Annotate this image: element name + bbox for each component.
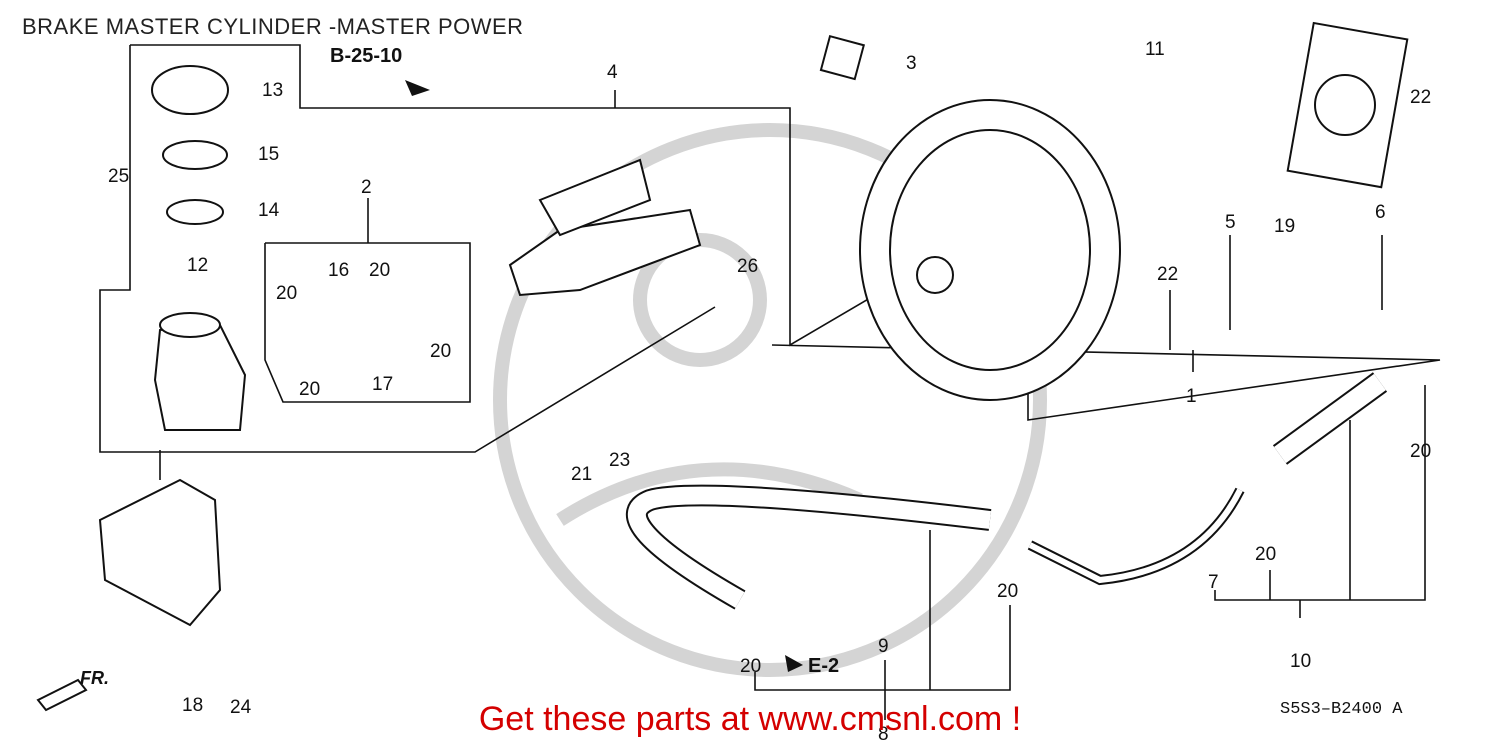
vacuum-hose-short[interactable] [1272,372,1388,465]
reservoir-cap[interactable] [151,65,229,115]
callout-20-a[interactable]: 20 [276,283,297,304]
callout-19[interactable]: 19 [1274,216,1295,237]
callout-20-e[interactable]: 20 [1410,441,1431,462]
callout-18[interactable]: 18 [182,695,203,716]
callout-16[interactable]: 16 [328,260,349,281]
callout-3[interactable]: 3 [906,53,917,74]
callout-4[interactable]: 4 [607,62,618,83]
leader-lines [99,44,1441,720]
check-valve-pipe[interactable] [1027,487,1245,586]
callout-13[interactable]: 13 [262,80,283,101]
diagram-code: S5S3–B2400 A [1280,700,1403,719]
callout-22-a[interactable]: 22 [1410,87,1431,108]
seal-ring[interactable] [162,140,228,170]
master-cylinder[interactable] [508,158,702,297]
vacuum-hose-long[interactable] [625,484,992,610]
callout-20-g[interactable]: 20 [997,581,1018,602]
front-arrow-icon [36,678,88,712]
callout-1[interactable]: 1 [1186,386,1197,407]
callout-14[interactable]: 14 [258,200,280,221]
callout-6[interactable]: 6 [1375,202,1386,223]
callout-20-d[interactable]: 20 [299,379,320,400]
strainer[interactable] [166,199,224,225]
arrow-icon [405,80,430,96]
callout-21[interactable]: 21 [571,464,592,485]
callout-20-f[interactable]: 20 [1255,544,1276,565]
reservoir-bracket[interactable] [98,478,222,627]
callout-17[interactable]: 17 [372,374,393,395]
callout-24[interactable]: 24 [230,697,252,718]
callout-12[interactable]: 12 [187,255,208,276]
watermark-logo [493,123,1047,677]
callout-20-h[interactable]: 20 [740,656,761,677]
callout-2[interactable]: 2 [361,177,372,198]
front-label: FR. [80,668,109,688]
callout-20-c[interactable]: 20 [430,341,451,362]
callout-10[interactable]: 10 [1290,651,1311,672]
callout-20-b[interactable]: 20 [369,260,390,281]
callout-26[interactable]: 26 [737,256,758,277]
callout-11[interactable]: 11 [1145,39,1165,60]
callout-5[interactable]: 5 [1225,212,1236,233]
reference-bottom[interactable]: E-2 [808,655,839,677]
callout-8[interactable]: 8 [878,724,889,745]
page-title: BRAKE MASTER CYLINDER -MASTER POWER [22,14,524,39]
gasket-plate[interactable] [1286,21,1409,189]
callout-25[interactable]: 25 [108,166,129,187]
callout-7[interactable]: 7 [1208,572,1219,593]
promo-banner[interactable]: Get these parts at www.cmsnl.com ! [478,700,1022,738]
callout-23[interactable]: 23 [609,450,630,471]
arrow-icon [785,655,803,672]
callout-labels: 1 2 3 4 5 6 7 8 9 10 11 12 13 14 15 16 1… [108,39,1431,745]
callout-15[interactable]: 15 [258,144,279,165]
callout-22-b[interactable]: 22 [1157,264,1178,285]
gasket-small[interactable] [819,34,866,81]
brake-booster[interactable] [859,99,1121,401]
callout-9[interactable]: 9 [878,636,889,657]
reference-top[interactable]: B-25-10 [330,45,402,67]
reservoir-tank[interactable] [153,312,247,431]
